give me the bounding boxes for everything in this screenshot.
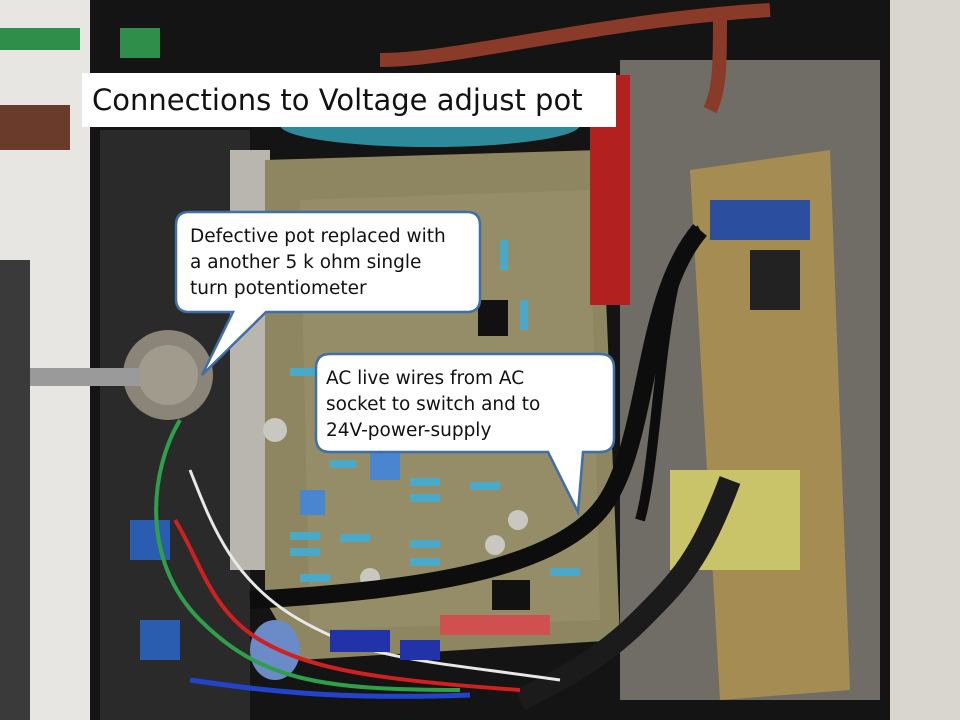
callout-pot-text: Defective pot replaced with a another 5 … bbox=[190, 224, 446, 302]
callout-line: a another 5 k ohm single bbox=[190, 252, 422, 273]
callout-bubble-2 bbox=[314, 352, 616, 517]
callout-bubble-1 bbox=[174, 210, 482, 376]
callout-ac-wires-text: AC live wires from AC socket to switch a… bbox=[326, 366, 540, 444]
callout-line: socket to switch and to bbox=[326, 394, 541, 415]
page-title: Connections to Voltage adjust pot bbox=[82, 73, 616, 127]
callout-line: AC live wires from AC bbox=[326, 368, 525, 389]
callout-line: Defective pot replaced with bbox=[190, 226, 446, 247]
callout-line: turn potentiometer bbox=[190, 278, 367, 299]
callout-line: 24V-power-supply bbox=[326, 420, 492, 441]
